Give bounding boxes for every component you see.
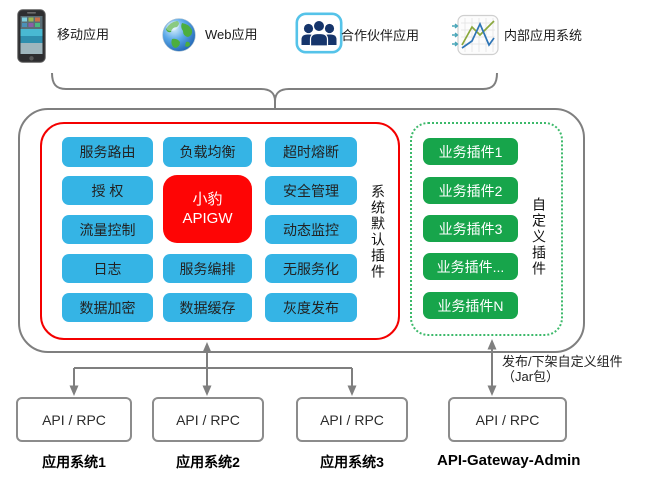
client-label-mobile: 移动应用 bbox=[57, 27, 110, 42]
backend-label: 应用系统1 bbox=[42, 454, 106, 470]
apigw-core-name: 小豹 bbox=[192, 191, 223, 208]
plugin-node: 负载均衡 bbox=[163, 137, 252, 167]
plugin-node: 服务编排 bbox=[163, 254, 252, 283]
client-label-internal: 内部应用系统 bbox=[504, 28, 583, 43]
api-rpc-box: API / RPC bbox=[16, 397, 132, 442]
plugin-node: 灰度发布 bbox=[265, 293, 357, 322]
plugin-node: 动态监控 bbox=[265, 215, 357, 244]
plugin-node: 服务路由 bbox=[62, 137, 153, 167]
custom-plugin-node: 业务插件... bbox=[423, 253, 518, 280]
globe-icon bbox=[162, 18, 196, 52]
clients-brace bbox=[51, 72, 498, 110]
apigw-core-node: 小豹 APIGW bbox=[163, 175, 252, 243]
line-chart-icon bbox=[452, 14, 499, 56]
plugin-node: 数据加密 bbox=[62, 293, 153, 322]
smartphone-icon bbox=[17, 9, 46, 63]
custom-plugin-node: 业务插件3 bbox=[423, 215, 518, 242]
api-rpc-box: API / RPC bbox=[296, 397, 408, 442]
api-rpc-box: API / RPC bbox=[152, 397, 264, 442]
backend-label: 应用系统2 bbox=[176, 454, 240, 470]
plugin-node: 数据缓存 bbox=[163, 293, 252, 322]
plugin-node: 无服务化 bbox=[265, 254, 357, 283]
publish-annotation-line1: 发布/下架自定义组件 bbox=[502, 354, 623, 369]
partner-users-icon bbox=[295, 12, 343, 54]
custom-plugin-node: 业务插件N bbox=[423, 292, 518, 319]
client-label-partner: 合作伙伴应用 bbox=[341, 28, 420, 43]
system-plugins-panel-label: 系统默认插件 bbox=[370, 184, 386, 280]
client-label-web: Web应用 bbox=[205, 27, 258, 42]
custom-plugins-panel-label: 自定义插件 bbox=[531, 197, 547, 277]
custom-plugin-node: 业务插件1 bbox=[423, 138, 518, 165]
publish-annotation-line2: （Jar包） bbox=[502, 369, 560, 384]
plugin-node: 流量控制 bbox=[62, 215, 153, 244]
custom-plugin-node: 业务插件2 bbox=[423, 177, 518, 204]
backend-label: API-Gateway-Admin bbox=[437, 452, 581, 469]
api-rpc-box: API / RPC bbox=[448, 397, 567, 442]
plugin-node: 超时熔断 bbox=[265, 137, 357, 167]
plugin-node: 安全管理 bbox=[265, 176, 357, 205]
plugin-node: 授 权 bbox=[62, 176, 153, 205]
publish-annotation: 发布/下架自定义组件 （Jar包） bbox=[502, 354, 623, 384]
apigw-core-subname: APIGW bbox=[182, 210, 233, 227]
plugin-node: 日志 bbox=[62, 254, 153, 283]
backend-label: 应用系统3 bbox=[320, 454, 384, 470]
